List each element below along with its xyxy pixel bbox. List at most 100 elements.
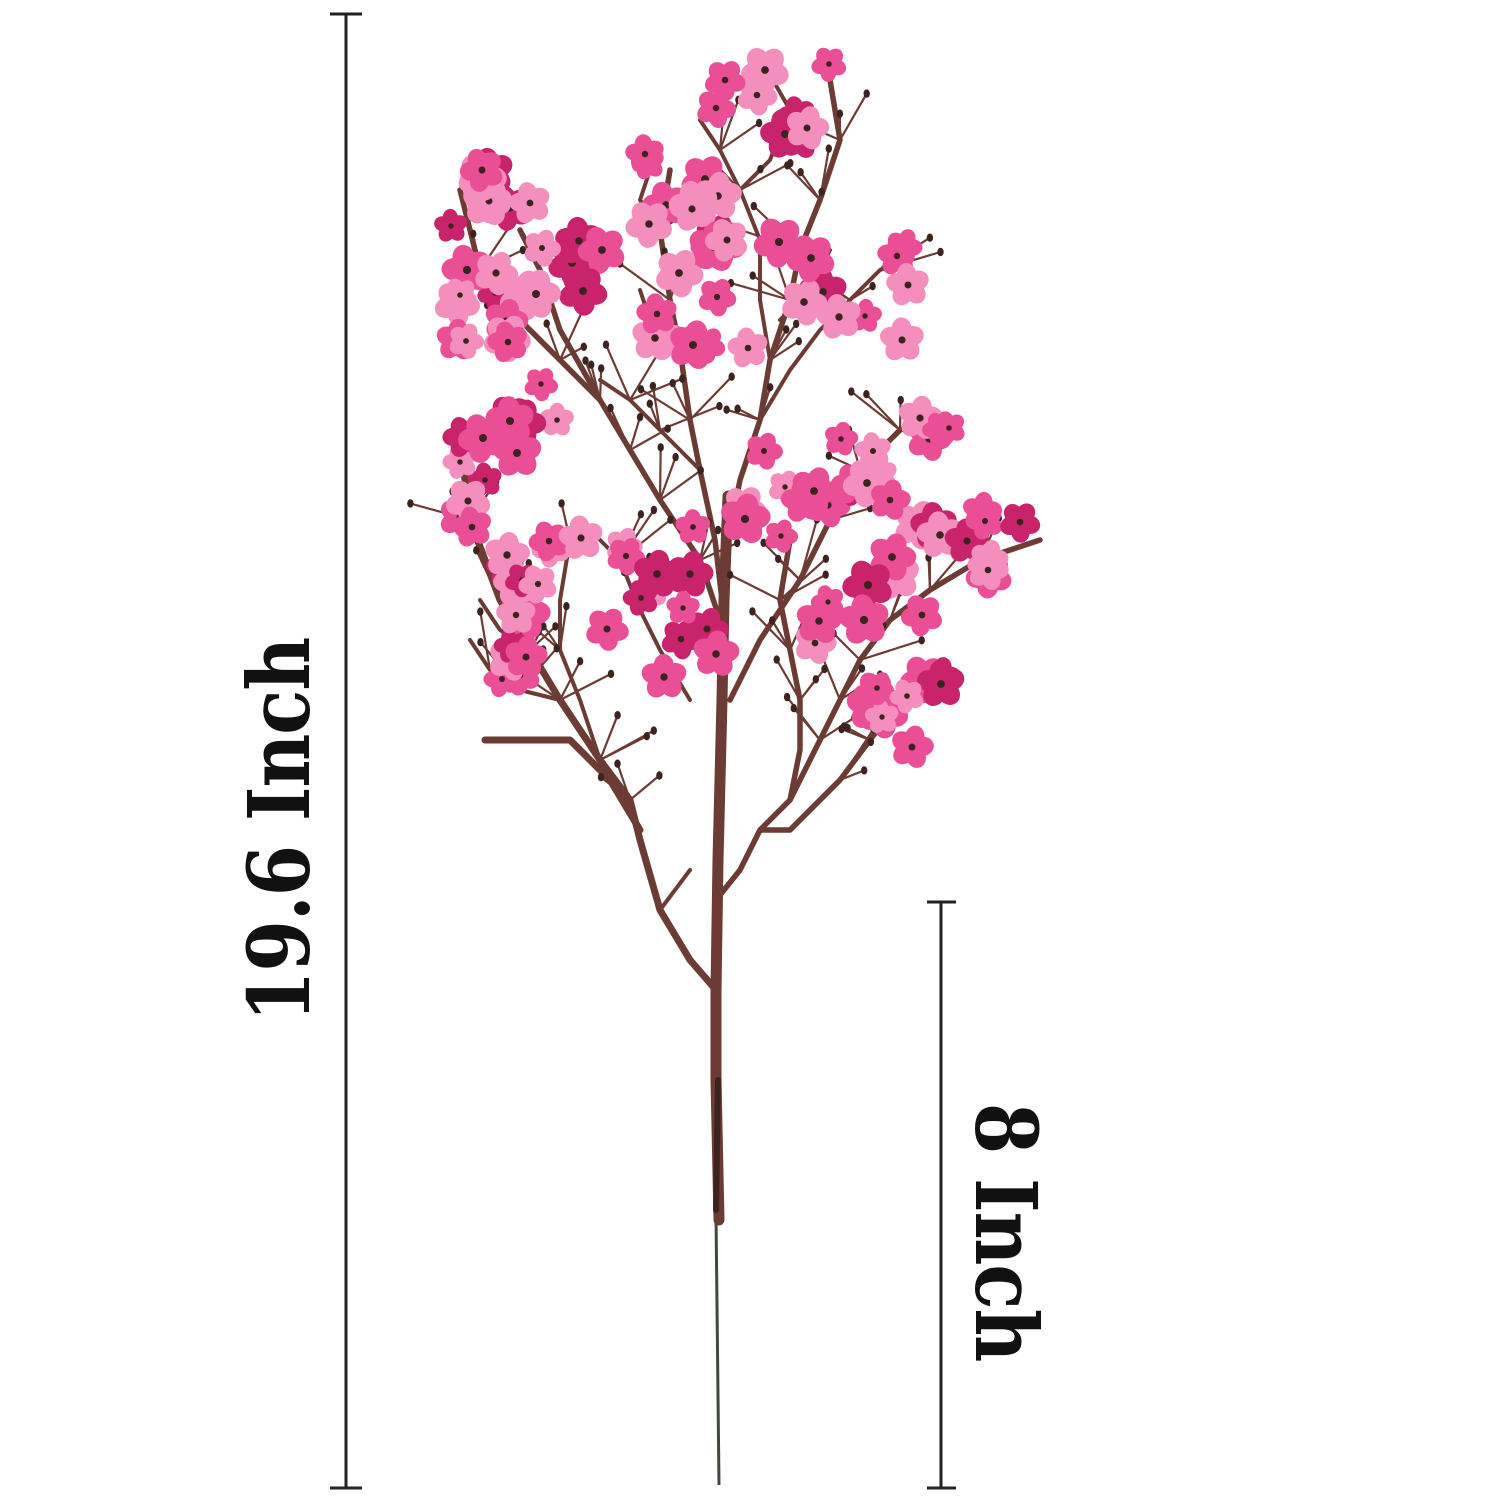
bud xyxy=(607,403,614,413)
bud xyxy=(714,525,722,535)
twig xyxy=(628,416,642,452)
bud xyxy=(795,337,802,346)
bud xyxy=(790,704,797,713)
bud xyxy=(728,372,735,381)
bud xyxy=(636,413,644,422)
twig xyxy=(850,390,902,432)
flower xyxy=(966,502,1003,540)
bud xyxy=(734,404,741,413)
bud xyxy=(818,187,825,197)
bud xyxy=(812,675,819,684)
flower xyxy=(782,279,828,326)
bud xyxy=(918,636,925,645)
stem-shadow xyxy=(713,1077,721,1213)
flower xyxy=(704,61,746,101)
bud xyxy=(734,538,741,548)
twig xyxy=(778,573,827,602)
flower xyxy=(558,515,603,559)
bud xyxy=(822,570,829,579)
twig xyxy=(775,658,802,702)
twig xyxy=(818,716,856,742)
flower xyxy=(838,594,889,644)
flower xyxy=(508,182,550,224)
flower xyxy=(931,411,965,445)
twig xyxy=(688,375,733,422)
flower xyxy=(457,414,507,463)
branch xyxy=(777,537,803,803)
stem-length-label: 8 Inch xyxy=(955,1102,1055,1362)
flower xyxy=(892,725,934,768)
bud xyxy=(657,443,664,452)
bud xyxy=(667,515,674,524)
bud xyxy=(656,771,663,780)
bud xyxy=(897,395,904,405)
bud xyxy=(821,664,828,674)
bud xyxy=(861,766,868,775)
twig xyxy=(671,382,692,422)
flower xyxy=(555,216,602,264)
branch xyxy=(598,378,702,472)
flower xyxy=(786,235,835,283)
bud xyxy=(649,381,657,391)
flower xyxy=(880,317,924,361)
flower xyxy=(540,402,574,436)
bud xyxy=(477,607,484,616)
twig xyxy=(771,619,792,652)
bud xyxy=(540,622,547,631)
twig xyxy=(558,672,613,702)
twig xyxy=(604,343,632,402)
twig xyxy=(558,345,585,362)
twig xyxy=(798,518,818,582)
flower xyxy=(475,251,519,296)
flower xyxy=(636,293,677,334)
branch xyxy=(481,736,644,834)
bud xyxy=(646,399,653,408)
twig xyxy=(698,528,720,562)
bud xyxy=(822,554,830,563)
twig xyxy=(738,162,792,192)
flower xyxy=(449,323,485,359)
flower xyxy=(487,321,527,363)
bud xyxy=(836,109,844,118)
bud xyxy=(863,390,870,399)
twig xyxy=(927,556,932,592)
bud xyxy=(637,510,645,519)
twig xyxy=(718,121,761,152)
bud xyxy=(848,387,855,396)
twig xyxy=(698,541,739,562)
bud xyxy=(858,664,866,673)
twig xyxy=(736,407,762,422)
twig xyxy=(888,590,903,622)
flower xyxy=(693,630,740,676)
twig xyxy=(479,610,492,672)
twig xyxy=(558,605,568,652)
bud xyxy=(637,385,645,394)
twig xyxy=(658,446,662,502)
twig xyxy=(639,388,692,422)
flower xyxy=(625,134,664,173)
bud xyxy=(773,655,780,664)
branch xyxy=(698,118,772,362)
twig xyxy=(838,667,864,702)
twig xyxy=(729,282,792,302)
twig xyxy=(768,328,788,362)
flower xyxy=(669,186,713,231)
bud xyxy=(614,711,621,720)
bud xyxy=(558,499,565,508)
twig xyxy=(729,573,782,602)
bud xyxy=(797,168,804,177)
bud xyxy=(477,638,484,647)
bud xyxy=(760,538,767,547)
flower xyxy=(656,250,704,298)
bud xyxy=(723,405,730,414)
bud xyxy=(726,570,734,579)
flower xyxy=(459,148,503,192)
bud xyxy=(473,546,480,555)
bud xyxy=(552,622,559,631)
flower xyxy=(577,226,625,275)
branch xyxy=(657,167,725,603)
bud xyxy=(576,657,584,666)
flower xyxy=(969,549,1009,590)
bud xyxy=(783,325,790,334)
bud xyxy=(607,669,615,679)
